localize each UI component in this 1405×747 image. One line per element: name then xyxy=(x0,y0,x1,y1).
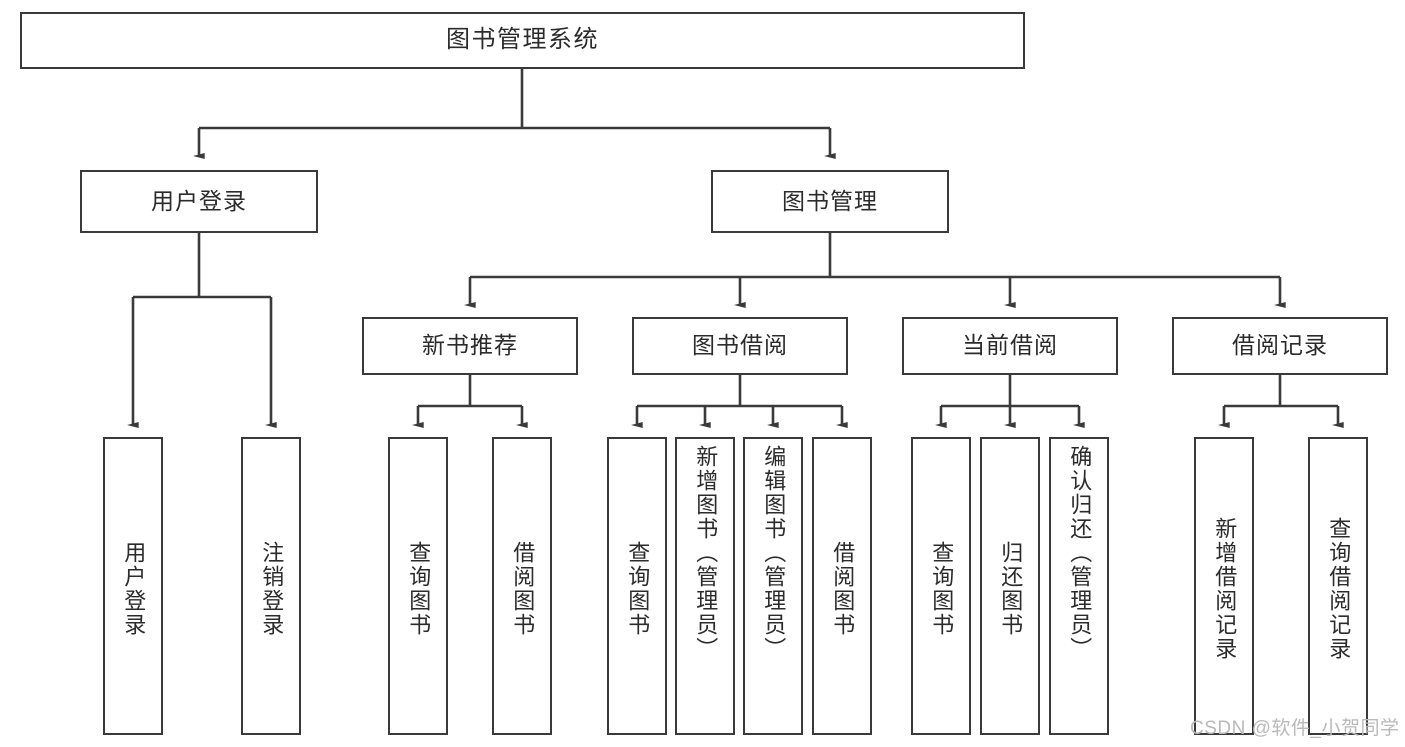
node-user-login[interactable]: 用户登录 xyxy=(80,170,318,233)
leaf-confirm-return-label: 确认归还（管理员） xyxy=(1067,445,1093,661)
leaf-edit-book[interactable]: 编辑图书（管理员） xyxy=(743,437,803,735)
leaf-borrow-book-1[interactable]: 借阅图书 xyxy=(492,437,552,735)
node-book-manage[interactable]: 图书管理 xyxy=(711,170,949,233)
leaf-add-record[interactable]: 新增借阅记录 xyxy=(1194,437,1254,735)
node-borrow-record-label: 借阅记录 xyxy=(1232,332,1328,359)
leaf-return-book-label: 归还图书 xyxy=(998,541,1024,637)
leaf-query-book-2[interactable]: 查询图书 xyxy=(607,437,667,735)
leaf-return-book[interactable]: 归还图书 xyxy=(980,437,1040,735)
leaf-add-book-label: 新增图书（管理员） xyxy=(693,445,719,661)
leaf-query-book-3[interactable]: 查询图书 xyxy=(911,437,971,735)
leaf-query-record-label: 查询借阅记录 xyxy=(1326,517,1352,661)
leaf-user-logout[interactable]: 注销登录 xyxy=(241,437,301,735)
leaf-borrow-book-2[interactable]: 借阅图书 xyxy=(812,437,872,735)
node-root-label: 图书管理系统 xyxy=(446,26,599,54)
leaf-user-logout-label: 注销登录 xyxy=(259,541,285,637)
node-book-borrow-label: 图书借阅 xyxy=(692,332,788,359)
leaf-confirm-return[interactable]: 确认归还（管理员） xyxy=(1049,437,1109,735)
node-book-manage-label: 图书管理 xyxy=(782,187,878,214)
leaf-borrow-book-1-label: 借阅图书 xyxy=(510,541,536,637)
node-user-login-label: 用户登录 xyxy=(151,187,247,214)
node-new-book-rec[interactable]: 新书推荐 xyxy=(362,317,578,375)
node-root[interactable]: 图书管理系统 xyxy=(20,12,1025,69)
node-book-borrow[interactable]: 图书借阅 xyxy=(632,317,848,375)
node-borrow-record[interactable]: 借阅记录 xyxy=(1172,317,1388,375)
node-new-book-rec-label: 新书推荐 xyxy=(422,332,518,359)
node-current-borrow[interactable]: 当前借阅 xyxy=(902,317,1118,375)
leaf-borrow-book-2-label: 借阅图书 xyxy=(830,541,856,637)
leaf-query-book-1-label: 查询图书 xyxy=(406,541,432,637)
leaf-user-login-label: 用户登录 xyxy=(121,541,147,637)
leaf-query-book-3-label: 查询图书 xyxy=(929,541,955,637)
node-current-borrow-label: 当前借阅 xyxy=(962,332,1058,359)
leaf-user-login[interactable]: 用户登录 xyxy=(103,437,163,735)
leaf-edit-book-label: 编辑图书（管理员） xyxy=(761,445,787,661)
leaf-add-book[interactable]: 新增图书（管理员） xyxy=(675,437,735,735)
leaf-add-record-label: 新增借阅记录 xyxy=(1212,517,1238,661)
watermark: CSDN @软件_小贺同学 xyxy=(1190,718,1400,739)
leaf-query-record[interactable]: 查询借阅记录 xyxy=(1308,437,1368,735)
leaf-query-book-2-label: 查询图书 xyxy=(625,541,651,637)
leaf-query-book-1[interactable]: 查询图书 xyxy=(388,437,448,735)
